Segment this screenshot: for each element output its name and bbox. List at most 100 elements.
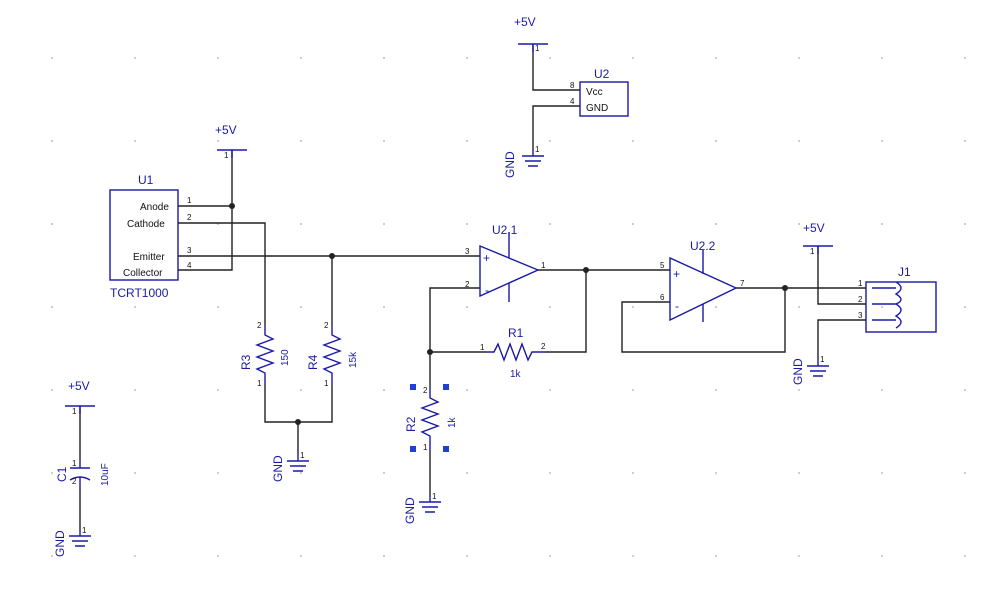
- resistor-r4[interactable]: R4 15k 2 1: [306, 321, 359, 388]
- svg-text:2: 2: [423, 386, 428, 395]
- svg-text:J1: J1: [898, 265, 911, 279]
- grid-dot: [964, 555, 966, 557]
- grid-dot: [632, 223, 634, 225]
- grid-dot: [964, 57, 966, 59]
- grid-dot: [300, 555, 302, 557]
- grid-dot: [383, 472, 385, 474]
- opamp-u2-1[interactable]: U2.1 + - 3 2 1: [465, 223, 546, 302]
- capacitor-c1[interactable]: C1 10uF 1 2: [55, 459, 111, 488]
- svg-text:U2: U2: [594, 67, 610, 81]
- svg-text:1: 1: [300, 451, 305, 460]
- wires: [79, 44, 866, 530]
- grid-dot: [466, 389, 468, 391]
- grid-dot: [964, 223, 966, 225]
- u1-tcrt1000[interactable]: U1 TCRT1000 Anode Cathode Emitter Collec…: [109, 173, 192, 300]
- svg-text:U1: U1: [138, 173, 154, 187]
- junctions: [229, 203, 788, 425]
- svg-text:1: 1: [423, 443, 428, 452]
- svg-text:Emitter: Emitter: [133, 252, 165, 263]
- vcc-c1[interactable]: +5V 1: [65, 379, 95, 416]
- grid-dot: [798, 555, 800, 557]
- wire-r3-r4-bottom: [264, 385, 333, 423]
- wire-u2-vcc: [532, 44, 580, 91]
- resistor-r2[interactable]: R2 1k 2 1: [404, 384, 458, 452]
- svg-text:+5V: +5V: [803, 221, 825, 235]
- grid-dot: [383, 140, 385, 142]
- svg-text:1: 1: [224, 151, 229, 160]
- svg-text:3: 3: [187, 246, 192, 255]
- svg-text:7: 7: [740, 279, 745, 288]
- svg-text:+: +: [673, 267, 680, 281]
- grid-dot: [466, 555, 468, 557]
- svg-text:6: 6: [660, 293, 665, 302]
- vcc-j1[interactable]: +5V 1: [803, 221, 833, 256]
- svg-text:GND: GND: [586, 103, 608, 114]
- grid-dot: [964, 472, 966, 474]
- grid-dot: [134, 306, 136, 308]
- svg-text:1: 1: [535, 44, 540, 53]
- grid-dot: [300, 472, 302, 474]
- resistor-r1[interactable]: R1 1k 1 2: [480, 326, 546, 380]
- grid-dot: [715, 389, 717, 391]
- gnd-u2[interactable]: GND 1: [503, 145, 544, 178]
- selection-handle: [443, 384, 449, 390]
- grid-dot: [549, 223, 551, 225]
- svg-text:1: 1: [810, 247, 815, 256]
- svg-text:-: -: [485, 283, 489, 297]
- grid-dot: [217, 306, 219, 308]
- svg-text:1: 1: [480, 343, 485, 352]
- svg-text:3: 3: [465, 247, 470, 256]
- grid-dot: [466, 306, 468, 308]
- grid-dot: [383, 306, 385, 308]
- svg-text:+5V: +5V: [514, 15, 536, 29]
- grid-dot: [715, 57, 717, 59]
- opamp-u2-2[interactable]: U2.2 + - 5 6 7: [660, 239, 745, 322]
- u2-power-block[interactable]: U2 Vcc GND 8 4: [570, 67, 629, 117]
- gnd-r3-r4[interactable]: GND 1: [271, 451, 309, 482]
- svg-text:Vcc: Vcc: [586, 87, 603, 98]
- grid-dot: [51, 306, 53, 308]
- selection-handle: [410, 446, 416, 452]
- svg-text:10uF: 10uF: [100, 463, 111, 486]
- grid-dot: [51, 472, 53, 474]
- svg-text:Cathode: Cathode: [127, 219, 165, 230]
- grid-dot: [881, 140, 883, 142]
- grid-dot: [549, 140, 551, 142]
- grid-dot: [715, 140, 717, 142]
- selection-handle: [410, 384, 416, 390]
- grid-dot: [217, 57, 219, 59]
- svg-text:+5V: +5V: [215, 123, 237, 137]
- grid-dot: [466, 472, 468, 474]
- grid-dot: [881, 389, 883, 391]
- grid-dot: [964, 140, 966, 142]
- grid-dot: [549, 555, 551, 557]
- svg-text:GND: GND: [53, 530, 67, 557]
- svg-text:1: 1: [72, 459, 77, 468]
- svg-text:8: 8: [570, 81, 575, 90]
- grid-dot: [549, 306, 551, 308]
- svg-text:GND: GND: [791, 358, 805, 385]
- resistor-r3[interactable]: R3 150 2 1: [239, 321, 291, 388]
- svg-text:1: 1: [72, 407, 77, 416]
- grid-dot: [134, 140, 136, 142]
- grid-dot: [798, 57, 800, 59]
- svg-text:TCRT1000: TCRT1000: [110, 286, 169, 300]
- grid-dot: [632, 140, 634, 142]
- gnd-c1[interactable]: GND 1: [53, 526, 91, 557]
- connector-j1[interactable]: J1 1 2 3: [858, 265, 937, 333]
- vcc-u1[interactable]: +5V 1: [215, 123, 247, 160]
- grid-dot: [134, 389, 136, 391]
- svg-text:+5V: +5V: [68, 379, 90, 393]
- gnd-r2[interactable]: GND 1: [403, 492, 441, 524]
- wire-j1-pin2: [817, 246, 866, 305]
- grid-dot: [964, 389, 966, 391]
- vcc-u2[interactable]: +5V 1: [514, 15, 548, 53]
- grid-dot: [715, 472, 717, 474]
- svg-text:1: 1: [187, 196, 192, 205]
- grid-dot: [383, 389, 385, 391]
- selection-handle: [443, 446, 449, 452]
- gnd-j1[interactable]: GND 1: [791, 355, 829, 385]
- svg-text:2: 2: [72, 477, 77, 486]
